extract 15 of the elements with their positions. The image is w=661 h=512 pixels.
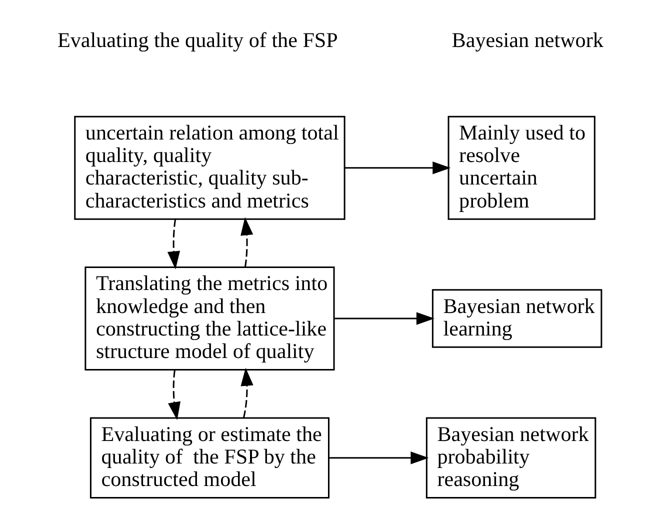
node-box: Bayesian network learning <box>431 289 602 348</box>
arrow <box>328 452 428 464</box>
node-box: uncertain relation among total quality, quality characteristic, quality sub-characteristics and metrics <box>74 116 345 220</box>
arrow <box>166 219 180 270</box>
node-box: Evaluating or estimate the quality of the FSP by the constructed model <box>89 417 329 499</box>
arrow <box>334 312 434 325</box>
node-box: Translating the metrics into knowledge and then constructing the lattice-like structure model of quality <box>84 266 334 370</box>
node-box: Mainly used to resolve uncertain problem <box>447 116 595 220</box>
label: Bayesian network <box>451 28 603 52</box>
arrow <box>240 368 253 418</box>
arrow <box>240 217 253 268</box>
arrow <box>344 162 450 174</box>
label: Evaluating the quality of the FSP <box>56 28 338 52</box>
node-box: Bayesian network probability reasoning <box>425 417 596 499</box>
arrow <box>168 370 180 420</box>
